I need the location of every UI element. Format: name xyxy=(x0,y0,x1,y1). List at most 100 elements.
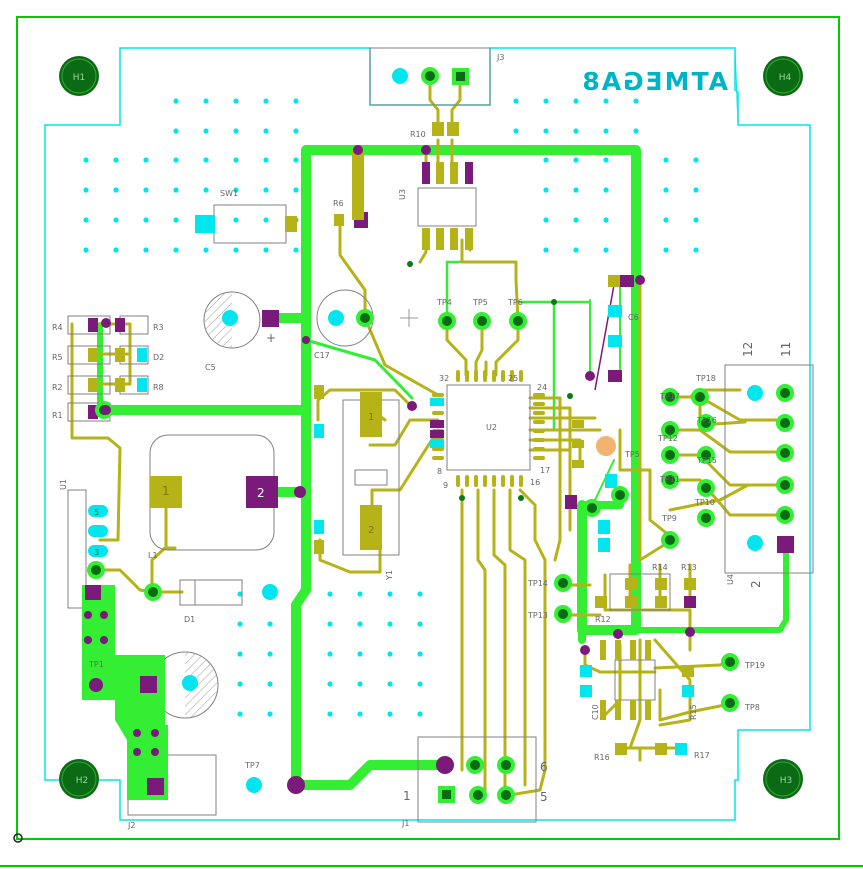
tht-pad-hole xyxy=(470,760,480,770)
label-j1: J1 xyxy=(401,819,409,828)
label-tp5b: TP5 xyxy=(624,450,640,459)
grid-hole xyxy=(113,217,119,223)
c5-hatch xyxy=(204,292,232,348)
grid-hole xyxy=(143,157,149,163)
grid-hole xyxy=(417,621,423,627)
label-tp7: TP7 xyxy=(244,761,260,770)
u1-pin-3: 3 xyxy=(94,548,99,557)
l1-pad-2 xyxy=(246,476,278,508)
pads xyxy=(88,122,696,755)
grid-hole xyxy=(237,651,243,657)
grid-hole xyxy=(143,187,149,193)
mount-hole-h2: H2 xyxy=(59,759,99,799)
pin-8: 8 xyxy=(437,467,442,476)
grid-hole xyxy=(83,157,89,163)
grid-hole xyxy=(603,128,609,134)
u4-pin-11: 11 xyxy=(779,342,793,357)
tht-pad-hole xyxy=(360,313,370,323)
sw1-pad-a xyxy=(195,215,215,233)
tht-pad-hole xyxy=(473,790,483,800)
tht-pad-hole xyxy=(780,388,790,398)
label-r2: R2 xyxy=(52,383,63,392)
h3-label: H3 xyxy=(780,776,793,786)
c5-pad-square xyxy=(262,310,279,327)
u2-pin xyxy=(533,456,545,460)
u2-pin xyxy=(456,475,460,487)
r10-pad-b xyxy=(447,122,459,136)
u2-pin xyxy=(474,475,478,487)
label-c5: C5 xyxy=(205,363,216,372)
grid-hole xyxy=(417,711,423,717)
board-title: ATMEGA8 xyxy=(580,67,728,96)
grid-hole xyxy=(357,621,363,627)
grid-hole xyxy=(357,651,363,657)
grid-hole xyxy=(203,128,209,134)
grid-hole xyxy=(233,187,239,193)
grid-hole xyxy=(573,187,579,193)
grid-hole xyxy=(237,711,243,717)
grid-hole xyxy=(573,247,579,253)
j1-pin-1: 1 xyxy=(403,789,411,803)
grid-hole xyxy=(543,128,549,134)
pin-17: 17 xyxy=(540,466,550,475)
grid-hole xyxy=(387,591,393,597)
grid-hole xyxy=(357,711,363,717)
label-j3: J3 xyxy=(496,53,504,62)
l1-pin-2: 2 xyxy=(257,486,265,500)
grid-hole xyxy=(293,157,299,163)
r10-pad-a xyxy=(432,122,444,136)
grid-hole xyxy=(357,681,363,687)
label-r17: R17 xyxy=(694,751,710,760)
via-grid xyxy=(83,98,699,717)
tht-pad-hole xyxy=(501,790,511,800)
label-d1: D1 xyxy=(184,615,195,624)
grid-hole xyxy=(293,128,299,134)
grid-hole xyxy=(83,217,89,223)
tht-pad-hole xyxy=(780,510,790,520)
pin-9: 9 xyxy=(443,481,448,490)
label-r12: R12 xyxy=(595,615,611,624)
u2-pin xyxy=(533,447,545,451)
grid-hole xyxy=(387,681,393,687)
mounting-hole-pad xyxy=(747,535,763,551)
u2-pin xyxy=(510,370,514,382)
mount-hole-h1: H1 xyxy=(59,56,99,96)
u2-pin xyxy=(465,370,469,382)
grid-hole xyxy=(203,157,209,163)
tht-pad-hole xyxy=(558,609,568,619)
tht-pad-hole xyxy=(425,71,435,81)
grid-hole xyxy=(233,128,239,134)
grid-hole xyxy=(203,98,209,104)
u2-pin xyxy=(510,475,514,487)
grid-hole xyxy=(513,128,519,134)
grid-hole xyxy=(293,98,299,104)
h2-label: H2 xyxy=(76,776,89,786)
mount-hole-h3: H3 xyxy=(763,759,803,799)
tht-pad-hole xyxy=(587,503,597,513)
grid-hole xyxy=(293,247,299,253)
u2-pin xyxy=(456,370,460,382)
label-u2: U2 xyxy=(486,423,497,432)
small-vias xyxy=(407,261,573,501)
label-r10: R10 xyxy=(410,130,426,139)
tht-pad-hole xyxy=(665,425,675,435)
grid-hole xyxy=(693,217,699,223)
y1-pad-1 xyxy=(360,392,382,437)
u2-pin xyxy=(492,370,496,382)
grid-hole xyxy=(83,187,89,193)
grid-hole xyxy=(237,621,243,627)
u2-pin xyxy=(483,370,487,382)
tht-pad-hole xyxy=(665,450,675,460)
grid-hole xyxy=(263,128,269,134)
grid-hole xyxy=(113,157,119,163)
grid-hole xyxy=(143,247,149,253)
tht-pad-hole xyxy=(780,448,790,458)
u2-pin xyxy=(474,370,478,382)
mounting-hole-pad xyxy=(182,675,198,691)
label-tp6: TP6 xyxy=(507,298,523,307)
u1-pin-5: 5 xyxy=(94,508,99,517)
top-copper-layer xyxy=(95,145,789,790)
c17-plus-sign xyxy=(400,309,418,327)
label-tp5: TP5 xyxy=(472,298,488,307)
pin-25: 25 xyxy=(508,374,518,383)
